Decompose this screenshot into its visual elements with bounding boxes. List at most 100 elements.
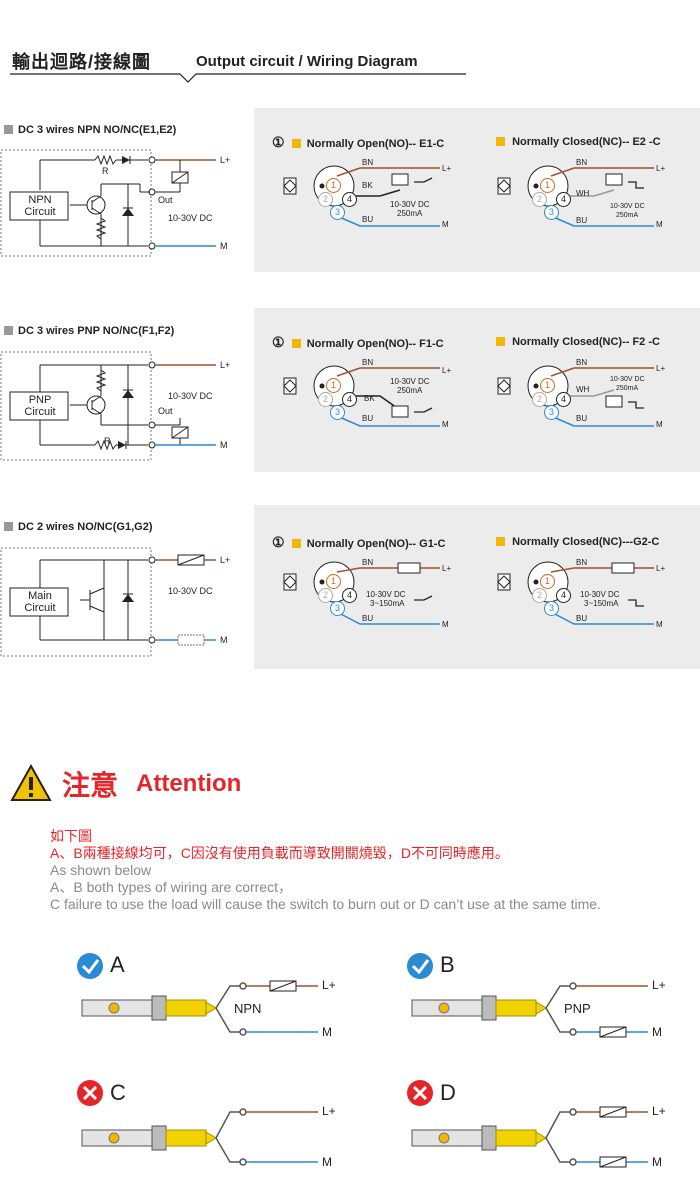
lplus-label: L+: [442, 564, 452, 573]
m-label: M: [656, 220, 663, 229]
voltage-label: 10-30V DC: [610, 203, 645, 210]
circled-number: ①: [272, 334, 285, 350]
sensor-d: [411, 1125, 547, 1151]
lplus-label: L+: [652, 978, 666, 992]
wire-label-wh: WH: [576, 385, 590, 394]
pnp-circuit-label: PNP Circuit: [22, 394, 58, 418]
npn-circuit: [0, 149, 216, 257]
circuit-label-line2: Circuit: [24, 206, 56, 218]
pin-4-badge: 4: [342, 392, 357, 407]
note-line-4: A、B both types of wiring are correct，: [50, 879, 292, 895]
pin-3-badge: 3: [544, 405, 559, 420]
two-wire-circuit: [0, 547, 216, 657]
note-line-1: 如下圖: [50, 828, 92, 844]
pin-2-badge: 2: [318, 192, 333, 207]
wire-label-bu: BU: [362, 614, 374, 623]
m-label: M: [442, 420, 449, 429]
note-ab: A、B: [50, 845, 83, 861]
current-label: 250mA: [616, 212, 639, 219]
wire-label-bn: BN: [576, 558, 588, 567]
section-title-pnp: DC 3 wires PNP NO/NC(F1,F2): [4, 325, 174, 337]
out-label: Out: [158, 406, 173, 416]
pin-3-badge: 3: [330, 205, 345, 220]
m-label: M: [220, 440, 228, 450]
pin-1-badge: 1: [326, 178, 341, 193]
example-a-type: NPN: [234, 1001, 262, 1016]
panel-title-text: Normally Closed(NC)---G2-C: [512, 536, 660, 548]
pin-1-badge: 1: [540, 178, 555, 193]
m-label: M: [322, 1025, 332, 1039]
lplus-label: L+: [220, 155, 231, 165]
pin-3-badge: 3: [544, 601, 559, 616]
warning-icon: [10, 764, 52, 801]
wire-label-bu: BU: [362, 414, 374, 423]
panel-title-g2: Normally Closed(NC)---G2-C: [496, 536, 659, 548]
pin-4-badge: 4: [342, 588, 357, 603]
pin-2-badge: 2: [318, 588, 333, 603]
sensor-b: [411, 995, 547, 1021]
current-label: 250mA: [397, 209, 423, 218]
panel-title-text: Normally Closed(NC)-- F2 -C: [512, 336, 660, 348]
example-diagrams: [77, 953, 648, 1168]
circuit-label-line1: Main: [28, 590, 52, 602]
pin-3-badge: 3: [544, 205, 559, 220]
attention-notes: 如下圖 A、B兩種接線均可，C因沒有使用負載而導致開關燒毀，D不可同時應用。 A…: [50, 828, 601, 913]
voltage-label: 10-30V DC: [168, 586, 213, 596]
attention-title-zh: 注意: [62, 770, 119, 801]
current-label: 3~150mA: [584, 599, 619, 608]
wire-label-bu: BU: [576, 216, 588, 225]
yellow-marker-icon: [496, 337, 505, 346]
pin-4-badge: 4: [556, 588, 571, 603]
sensor-c: [81, 1125, 217, 1151]
panel-title-f2: Normally Closed(NC)-- F2 -C: [496, 336, 660, 348]
wiring-diagrams: [283, 165, 654, 625]
note-line-2: A、B兩種接線均可，C因沒有使用負載而導致開關燒毀，D不可同時應用。: [50, 845, 601, 862]
pin-3-badge: 3: [330, 405, 345, 420]
wire-label-bn: BN: [362, 358, 374, 367]
note-main: 兩種接線均可，: [82, 845, 181, 861]
m-label: M: [220, 241, 228, 251]
pin-2-badge: 2: [532, 392, 547, 407]
panel-title-text: Normally Closed(NC)-- E2 -C: [512, 136, 661, 148]
voltage-label: 10-30V DC: [390, 200, 430, 209]
main-circuit-label: Main Circuit: [22, 590, 58, 614]
m-label: M: [442, 620, 449, 629]
wire-label-bn: BN: [362, 558, 374, 567]
header-underline: [10, 73, 466, 83]
lplus-label: L+: [220, 555, 231, 565]
m-label: M: [442, 220, 449, 229]
circuit-label-line2: Circuit: [24, 602, 56, 614]
voltage-label: 10-30V DC: [168, 391, 213, 401]
lplus-label: L+: [652, 1104, 666, 1118]
page-title-en: Output circuit / Wiring Diagram: [196, 53, 418, 70]
sensor-a: [81, 995, 217, 1021]
pin-3-badge: 3: [330, 601, 345, 616]
wire-label-bn: BN: [576, 358, 588, 367]
circuit-label-line1: PNP: [28, 394, 52, 406]
current-label: 250mA: [397, 386, 423, 395]
pin-1-badge: 1: [326, 574, 341, 589]
yellow-marker-icon: [496, 537, 505, 546]
resistor-label: R: [102, 166, 109, 176]
pin-4-badge: 4: [556, 392, 571, 407]
pin-4-badge: 4: [556, 192, 571, 207]
attention-title-en: Attention: [136, 770, 242, 797]
voltage-label: 10-30V DC: [580, 590, 620, 599]
m-label: M: [656, 620, 663, 629]
yellow-marker-icon: [291, 339, 301, 348]
circuit-label-line1: NPN: [28, 194, 52, 206]
example-letter-d: D: [440, 1080, 456, 1105]
cross-icon-d: [407, 1080, 433, 1106]
lplus-label: L+: [656, 364, 666, 373]
check-icon-a: [77, 953, 103, 979]
section-title-2wire: DC 2 wires NO/NC(G1,G2): [4, 521, 152, 533]
example-letter-a: A: [110, 952, 125, 977]
page-title-zh: 輸出迴路/接線圖: [12, 52, 152, 72]
yellow-marker-icon: [496, 137, 505, 146]
check-icon-b: [407, 953, 433, 979]
pin-2-badge: 2: [532, 588, 547, 603]
yellow-marker-icon: [291, 539, 301, 548]
lplus-label: L+: [656, 164, 666, 173]
example-letter-b: B: [440, 952, 455, 977]
pin-4-badge: 4: [342, 192, 357, 207]
